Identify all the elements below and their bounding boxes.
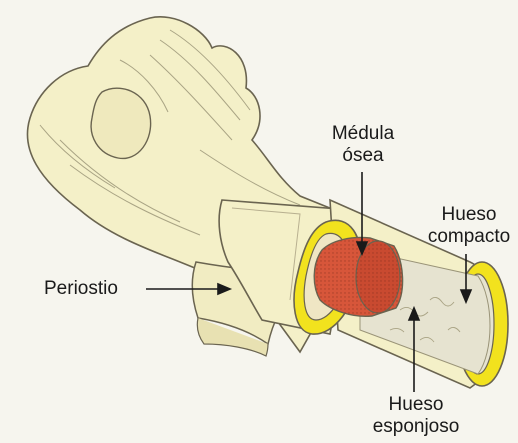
label-hueso-compacto: Hueso compacto	[424, 204, 514, 248]
label-compacto-line1: Hueso	[424, 204, 514, 226]
label-medula-line2: ósea	[326, 145, 400, 167]
label-periostio: Periostio	[44, 278, 118, 300]
label-esponjoso-line2: esponjoso	[368, 416, 464, 438]
label-medula-line1: Médula	[326, 123, 400, 145]
label-esponjoso-line1: Hueso	[368, 394, 464, 416]
label-hueso-esponjoso: Hueso esponjoso	[368, 394, 464, 438]
label-periostio-text: Periostio	[44, 278, 118, 300]
label-compacto-line2: compacto	[424, 226, 514, 248]
label-medula-osea: Médula ósea	[326, 123, 400, 167]
bone-tubercle	[91, 88, 150, 158]
